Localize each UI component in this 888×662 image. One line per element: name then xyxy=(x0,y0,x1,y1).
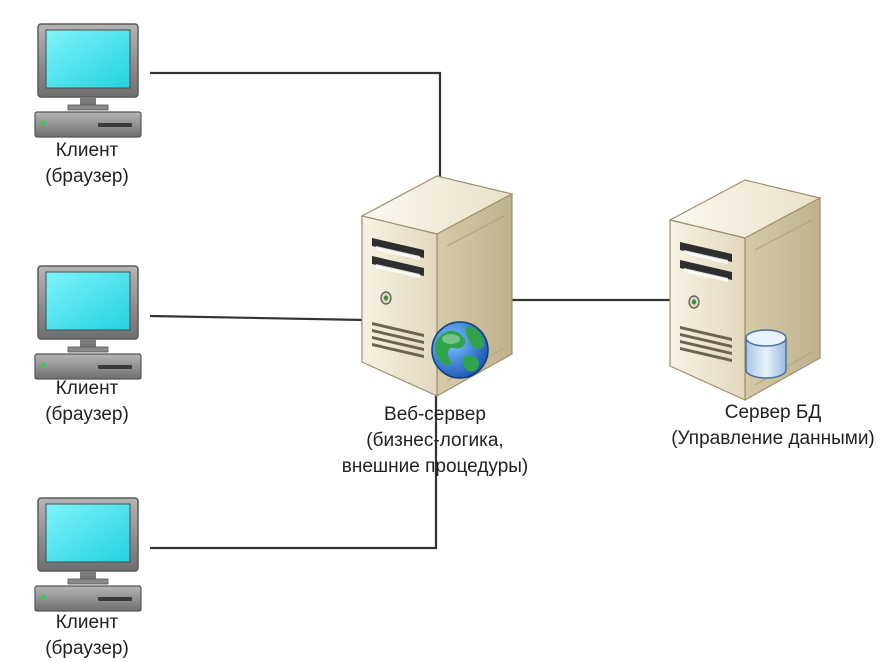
web-server-label: Веб-сервер (бизнес-логика, внешние проце… xyxy=(300,402,570,480)
client-role: (браузер) xyxy=(45,638,129,659)
computer-icon xyxy=(34,23,142,138)
client-label: Клиент (браузер) xyxy=(22,610,152,662)
connection-lines xyxy=(149,71,675,550)
client-name: Клиент xyxy=(55,378,119,399)
link-client2-web xyxy=(149,314,366,322)
client-role: (браузер) xyxy=(45,404,129,425)
computer-icon xyxy=(34,497,142,612)
client-label: Клиент (браузер) xyxy=(22,138,152,190)
link-client1-web xyxy=(150,71,442,195)
client-label: Клиент (браузер) xyxy=(22,376,152,428)
client-role: (браузер) xyxy=(45,166,129,187)
link-client3-web xyxy=(150,360,438,550)
web-server-detail: (бизнес-логика, xyxy=(366,430,504,451)
db-server-detail: (Управление данными) xyxy=(671,428,875,449)
globe-icon xyxy=(431,321,489,379)
computer-icon xyxy=(34,265,142,380)
database-icon xyxy=(745,329,787,379)
web-server-name: Веб-сервер xyxy=(384,404,486,425)
client-name: Клиент xyxy=(55,140,119,161)
web-server-detail: внешние процедуры) xyxy=(341,456,529,477)
server-icon xyxy=(669,179,821,401)
db-server-name: Сервер БД xyxy=(724,402,822,423)
client-name: Клиент xyxy=(55,612,119,633)
db-server-label: Сервер БД (Управление данными) xyxy=(668,400,878,452)
